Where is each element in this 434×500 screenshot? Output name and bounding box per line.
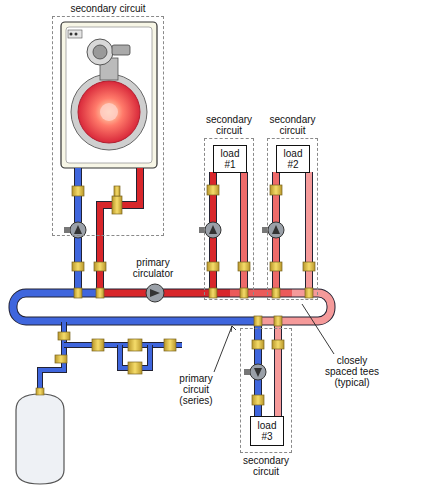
circuit-heading: secondary circuit	[262, 114, 324, 136]
leader-lines	[214, 304, 334, 372]
load-label: load #2	[277, 148, 309, 170]
load-label: load #3	[251, 420, 283, 442]
circuit-heading: secondary circuit	[235, 455, 297, 477]
expansion-tank-piping	[40, 322, 182, 392]
expansion-tank	[16, 388, 64, 484]
callout-label: primary circulator	[122, 257, 184, 279]
boiler	[61, 22, 157, 168]
circuit-heading: secondary circuit	[198, 114, 260, 136]
callout-label: closely spaced tees (typical)	[322, 355, 382, 388]
secondary-circuit-region: secondary circuit	[52, 16, 164, 236]
circuit-heading: secondary circuit	[48, 3, 168, 14]
secondary-circuit-region: secondary circuitload #3	[240, 328, 292, 453]
load-piping	[213, 172, 309, 416]
secondary-circuit-region: secondary circuitload #1	[204, 138, 254, 300]
load-box: load #1	[213, 145, 247, 173]
load-box: load #2	[276, 145, 310, 173]
valves	[55, 185, 315, 405]
load-box: load #3	[250, 416, 284, 446]
callout-label: primary circuit (series)	[170, 373, 222, 406]
primary-loop	[13, 293, 331, 321]
load-label: load #1	[214, 148, 246, 170]
circulators	[64, 222, 284, 380]
secondary-circuit-region: secondary circuitload #2	[267, 138, 318, 300]
